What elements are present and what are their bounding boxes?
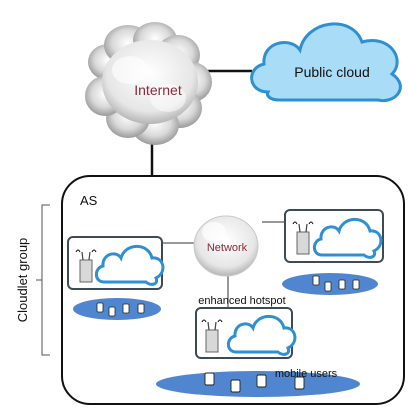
public-cloud — [250, 22, 402, 103]
internet-label: Internet — [134, 82, 182, 98]
phone-icon — [312, 275, 320, 286]
network-label: Network — [207, 242, 248, 254]
cloudlet-group-label: Cloudlet group — [15, 238, 30, 323]
cloudlet-hotspot — [195, 307, 297, 359]
antenna-icon — [75, 249, 97, 283]
phone-icon — [324, 281, 332, 292]
cloudlet-group-bracket — [41, 204, 50, 356]
phone-icon — [256, 374, 267, 388]
mobile-users-label: mobile users — [275, 368, 338, 380]
hotspot-label: enhanced hotspot — [198, 295, 285, 307]
phone-icon — [294, 376, 305, 390]
antenna-icon — [292, 221, 314, 255]
phone-icon — [230, 379, 241, 393]
phone-icon — [352, 279, 360, 290]
network-cloud — [193, 215, 259, 277]
cloud-icon — [226, 314, 297, 356]
phone-icon — [204, 372, 215, 386]
as-box — [61, 175, 405, 405]
phone-icon — [122, 303, 130, 314]
cloud-icon — [94, 244, 165, 286]
phone-icon — [137, 303, 145, 314]
users-ellipse-left — [73, 298, 161, 320]
public-cloud-label: Public cloud — [294, 64, 370, 80]
phone-icon — [108, 306, 116, 317]
cloud-icon — [312, 217, 383, 259]
phone-icon — [96, 302, 104, 313]
antenna-icon — [201, 319, 223, 353]
as-label: AS — [80, 193, 98, 208]
cloudlet-right — [284, 209, 384, 263]
phone-icon — [338, 279, 346, 290]
cloudlet-left — [67, 236, 165, 290]
internet-cloud — [85, 22, 212, 145]
